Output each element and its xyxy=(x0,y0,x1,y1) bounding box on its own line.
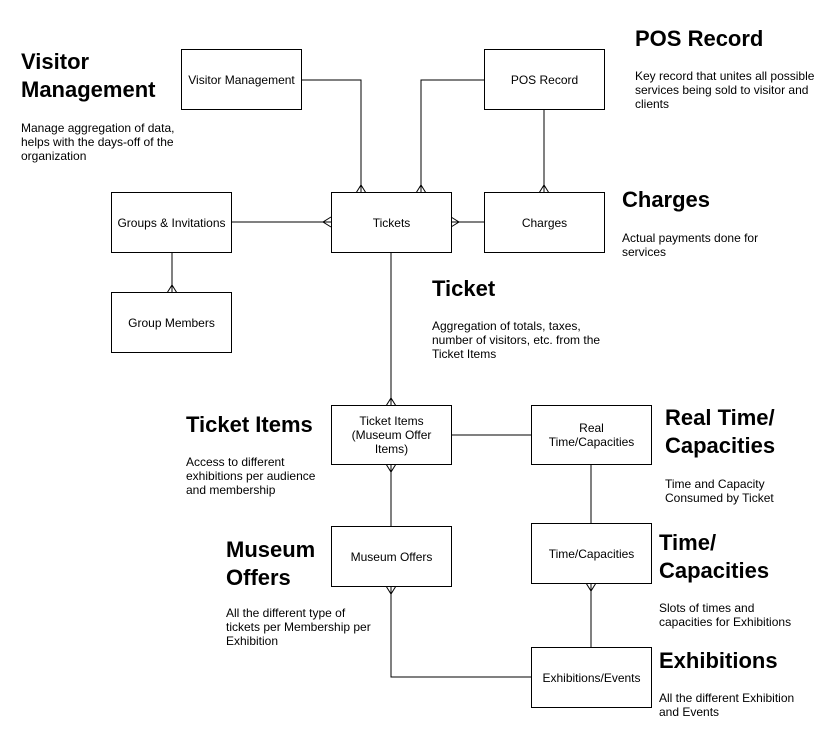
real-time-capacities-box[interactable]: Real Time/Capacities xyxy=(531,405,652,465)
museum-offers-heading: Museum Offers xyxy=(226,537,316,590)
edge-museum-offers-exhibitions xyxy=(390,586,531,678)
groups-invitations-label: Groups & Invitations xyxy=(117,215,226,230)
pos-record-heading: POS Record xyxy=(635,26,764,51)
crowfoot-museum-offers xyxy=(385,585,397,595)
charges-box[interactable]: Charges xyxy=(484,192,605,253)
ticket-items-label: Ticket Items (Museum Offer Items) xyxy=(351,414,432,456)
museum-offers-description: All the different type of tickets per Me… xyxy=(226,606,371,648)
charges-label: Charges xyxy=(521,215,568,230)
ticket-description: Aggregation of totals, taxes, number of … xyxy=(432,319,601,361)
time-capacities-heading: Time/ Capacities xyxy=(659,530,770,583)
crowfoot-time-capacities xyxy=(585,582,597,592)
charges-description: Actual payments done for services xyxy=(622,231,759,259)
time-capacities-description: Slots of times and capacities for Exhibi… xyxy=(659,601,792,629)
crowfoot-tickets-charges xyxy=(450,216,460,228)
tickets-label: Tickets xyxy=(372,215,411,230)
crowfoot-ticket-items-bottom xyxy=(385,463,397,473)
crowfoot-tickets-visitor xyxy=(355,184,367,194)
museum-offers-label: Museum Offers xyxy=(350,549,433,564)
ticket-items-box[interactable]: Ticket Items (Museum Offer Items) xyxy=(331,405,452,465)
exhibitions-events-box[interactable]: Exhibitions/Events xyxy=(531,647,652,708)
time-capacities-label: Time/Capacities xyxy=(548,546,635,561)
charges-heading: Charges xyxy=(622,187,711,212)
groups-invitations-box[interactable]: Groups & Invitations xyxy=(111,192,232,253)
group-members-box[interactable]: Group Members xyxy=(111,292,232,353)
museum-offers-box[interactable]: Museum Offers xyxy=(331,526,452,587)
pos-record-description: Key record that unites all possible serv… xyxy=(635,69,815,111)
visitor-management-label: Visitor Management xyxy=(188,72,295,87)
visitor-management-box[interactable]: Visitor Management xyxy=(181,49,302,110)
real-time-description: Time and Capacity Consumed by Ticket xyxy=(665,477,774,505)
pos-record-box[interactable]: POS Record xyxy=(484,49,605,110)
edge-pos-record-tickets xyxy=(420,79,485,193)
exhibitions-description: All the different Exhibition and Events xyxy=(659,691,795,719)
exhibitions-events-label: Exhibitions/Events xyxy=(542,670,641,685)
time-capacities-box[interactable]: Time/Capacities xyxy=(531,523,652,584)
real-time-capacities-label: Real Time/Capacities xyxy=(548,421,635,449)
crowfoot-group-members xyxy=(166,284,178,294)
real-time-heading: Real Time/ Capacities xyxy=(665,405,776,458)
ticket-items-description: Access to different exhibitions per audi… xyxy=(186,455,316,497)
ticket-items-heading: Ticket Items xyxy=(186,412,313,437)
crowfoot-tickets-pos xyxy=(415,184,427,194)
ticket-heading: Ticket xyxy=(432,276,496,301)
tickets-box[interactable]: Tickets xyxy=(331,192,452,253)
exhibitions-heading: Exhibitions xyxy=(659,648,778,673)
crowfoot-ticket-items xyxy=(385,397,397,407)
pos-record-label: POS Record xyxy=(510,72,579,87)
edge-visitor-management-tickets xyxy=(301,79,362,193)
crowfoot-tickets-groups xyxy=(322,216,332,228)
visitor-management-description: Manage aggregation of data, helps with t… xyxy=(21,121,175,163)
crowfoot-charges xyxy=(538,184,550,194)
visitor-management-heading: Visitor Management xyxy=(21,49,156,102)
group-members-label: Group Members xyxy=(128,315,215,330)
